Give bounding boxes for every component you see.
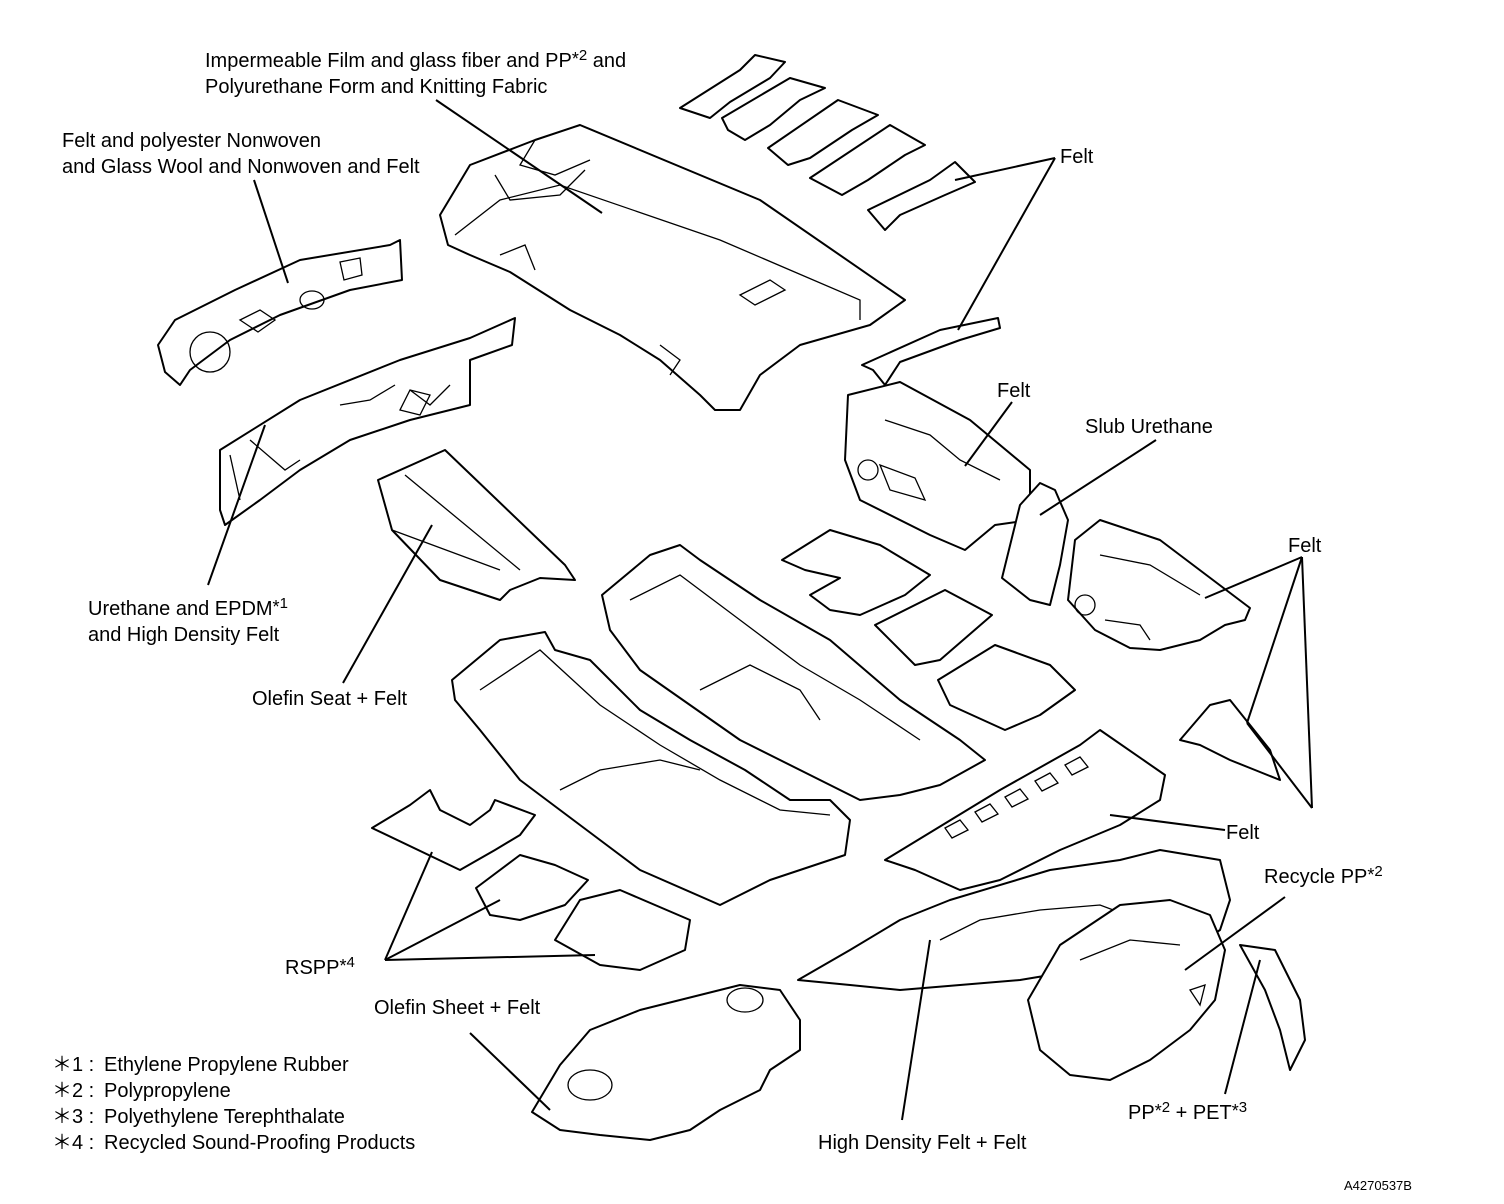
label-felt-rear-door: Felt [1288, 535, 1322, 557]
tunnel-insulator [377, 449, 576, 601]
label-headliner: Impermeable Film and glass fiber and PP*… [205, 46, 626, 100]
floor-felt-pads [781, 529, 1076, 731]
rspp-pads [371, 789, 691, 971]
label-dash-insulator: Felt and polyester Nonwoven and Glass Wo… [62, 128, 420, 180]
asterisk: * [339, 956, 347, 976]
legend-key: ＊3 : [52, 1106, 95, 1128]
legend-key: ＊4 : [52, 1132, 95, 1154]
legend-text: Polypropylene [104, 1080, 231, 1102]
footnote-legend: ＊1 : Ethylene Propylene Rubber ＊2 : Polypr… [52, 1052, 415, 1156]
label-slub-urethane: Slub Urethane [1085, 416, 1213, 438]
rear-door-trim [1067, 519, 1251, 651]
label-felt-top: Felt [1060, 146, 1094, 168]
legend-row: ＊4 : Recycled Sound-Proofing Products [52, 1130, 415, 1156]
roof-felt-pads [679, 54, 976, 231]
pillar-felt [861, 317, 1001, 386]
label-pp-pet: PP*2 + PET*3 [1128, 1098, 1247, 1126]
urethane-text-1: Urethane and EPDM [88, 598, 273, 620]
label-olefin-seat: Olefin Seat + Felt [252, 688, 408, 710]
trunk-side-trim [1027, 899, 1306, 1081]
figure-code: A4270537B [1344, 1178, 1412, 1193]
label-felt-front-door: Felt [997, 380, 1031, 402]
legend-key: ＊2 : [52, 1080, 95, 1102]
asterisk: * [1367, 865, 1375, 885]
leader-lines [207, 99, 1313, 1121]
tunnel-olefin-sheet [531, 984, 801, 1141]
pp-pet-text-2: + PET [1170, 1102, 1232, 1124]
front-door-trim [844, 381, 1031, 551]
rspp-text: RSPP [285, 957, 340, 979]
dash-insulator-lower [219, 317, 516, 526]
legend-text: Polyethylene Terephthalate [104, 1106, 345, 1128]
urethane-text-2: and High Density Felt [88, 624, 280, 646]
footnote-ref: 4 [346, 954, 355, 971]
footnote-ref: 3 [1238, 1099, 1248, 1116]
dash-insulator-text-1: Felt and polyester Nonwoven [62, 130, 322, 152]
label-high-density-felt: High Density Felt + Felt [818, 1132, 1027, 1154]
recycle-pp-text: Recycle PP [1264, 866, 1368, 888]
legend-row: ＊2 : Polypropylene [52, 1078, 415, 1104]
label-olefin-sheet: Olefin Sheet + Felt [374, 997, 541, 1019]
asterisk: * [1154, 1101, 1162, 1121]
legend-row: ＊1 : Ethylene Propylene Rubber [52, 1052, 415, 1078]
pillar-urethane [1001, 482, 1069, 606]
headliner-text-1: Impermeable Film and glass fiber and PP [205, 50, 572, 72]
footnote-ref: 1 [279, 595, 288, 612]
legend-text: Recycled Sound-Proofing Products [104, 1132, 416, 1154]
label-urethane-epdm: Urethane and EPDM*1 and High Density Fel… [88, 594, 288, 648]
asterisk: * [571, 49, 579, 69]
pp-pet-text-1: PP [1128, 1102, 1155, 1124]
dash-insulator-text-2: and Glass Wool and Nonwoven and Felt [62, 156, 420, 178]
label-recycle-pp: Recycle PP*2 [1264, 862, 1383, 890]
asterisk: * [1231, 1101, 1239, 1121]
dash-insulator-upper [157, 239, 403, 386]
roof-headliner [439, 124, 906, 411]
legend-row: ＊3 : Polyethylene Terephthalate [52, 1104, 415, 1130]
footnote-ref: 2 [578, 47, 588, 64]
package-tray [884, 729, 1166, 891]
front-floor-carpet [451, 631, 851, 906]
footnote-ref: 2 [1374, 863, 1383, 880]
asterisk: * [272, 597, 280, 617]
headliner-text-2: Polyurethane Form and Knitting Fabric [205, 76, 548, 98]
headliner-text-1b: and [587, 50, 627, 72]
legend-key: ＊1 : [52, 1054, 95, 1076]
quarter-felt [1179, 699, 1281, 781]
rear-floor-carpet [601, 544, 986, 801]
legend-text: Ethylene Propylene Rubber [104, 1054, 349, 1076]
label-felt-package-tray: Felt [1226, 822, 1260, 844]
label-rspp: RSPP*4 [285, 953, 355, 981]
footnote-ref: 2 [1161, 1099, 1171, 1116]
